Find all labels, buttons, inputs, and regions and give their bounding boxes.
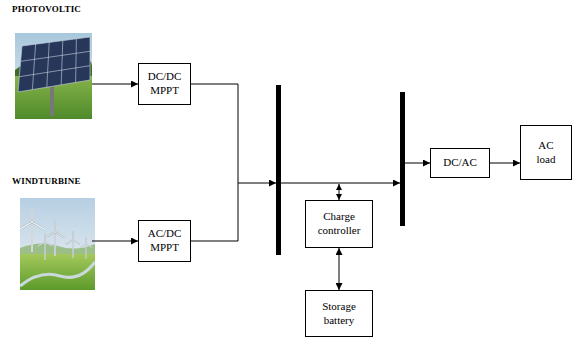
process-box: Storage battery	[305, 290, 373, 337]
flow-arrow	[92, 241, 138, 242]
source-picture: PHOTOVOLTIC	[12, 4, 92, 120]
flow-arrow	[490, 163, 520, 164]
box-label: DC/DC MPPT	[148, 70, 182, 98]
flow-arrow	[92, 84, 138, 85]
source-label: WINDTURBINE	[12, 176, 92, 187]
dc-bus-bar	[276, 85, 281, 255]
ac-bus-bar	[400, 92, 405, 226]
bus-wire	[281, 183, 400, 184]
process-box: Charge controller	[305, 200, 373, 248]
bus-wire	[191, 183, 238, 241]
box-label: Storage battery	[322, 300, 356, 328]
process-box: DC/AC	[430, 148, 490, 178]
source-picture: WINDTURBINE	[12, 176, 92, 292]
box-label: AC load	[537, 139, 556, 167]
solar-panel-picture	[15, 33, 92, 119]
source-label: PHOTOVOLTIC	[12, 4, 92, 15]
process-box: DC/DC MPPT	[138, 63, 191, 105]
process-box: AC/DC MPPT	[138, 220, 191, 262]
bus-wire	[405, 163, 430, 164]
process-box: AC load	[520, 125, 572, 180]
box-label: Charge controller	[318, 210, 361, 238]
bus-wire	[339, 184, 340, 200]
wind-turbine-picture	[20, 198, 95, 290]
box-label: DC/AC	[443, 156, 477, 170]
box-label: AC/DC MPPT	[148, 227, 182, 255]
bus-wire	[191, 84, 276, 183]
flow-arrow	[339, 248, 340, 290]
